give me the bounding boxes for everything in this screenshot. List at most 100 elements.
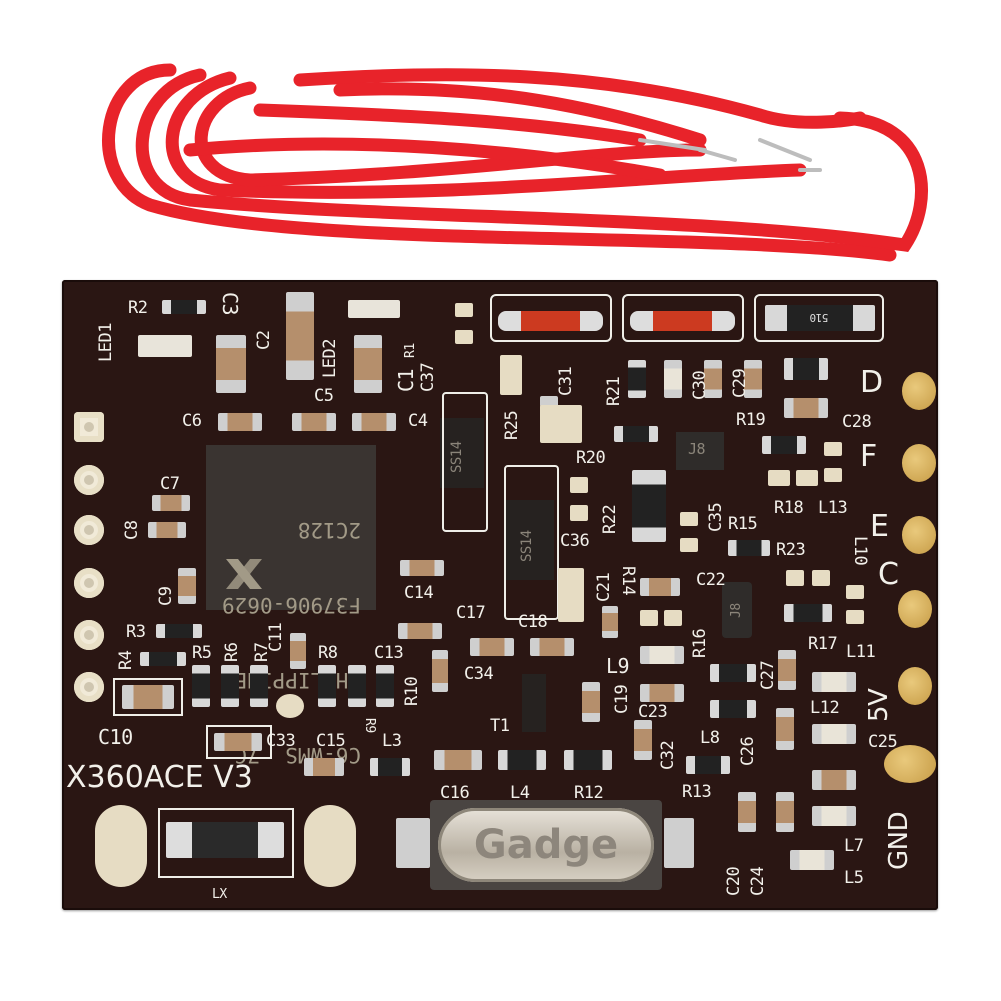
pin-label-5v: 5V: [864, 688, 894, 722]
label-r8: R8: [318, 643, 338, 663]
label-l5: L5: [844, 868, 864, 888]
j8-marking: J8: [688, 440, 706, 458]
diode-footprint: [504, 465, 559, 620]
label-r19: R19: [736, 410, 766, 430]
led1: [138, 335, 192, 357]
capacitor: [432, 650, 448, 692]
pin-label-f: F: [860, 439, 877, 474]
capacitor: [664, 360, 682, 398]
label-c33: C33: [266, 731, 296, 751]
pad: [768, 470, 790, 486]
diode-footprint: [442, 392, 488, 532]
capacitor: [304, 758, 344, 776]
capacitor: [778, 650, 796, 690]
capacitor-footprint: [206, 725, 272, 759]
label-c24: C24: [748, 866, 768, 896]
label-r12: R12: [574, 783, 604, 803]
label-c14: C14: [404, 583, 434, 603]
capacitor: [738, 792, 756, 832]
through-hole-pad: [74, 515, 104, 545]
label-r21: R21: [604, 376, 624, 406]
label-r25: R25: [502, 410, 522, 440]
pad: [540, 405, 582, 443]
label-l12: L12: [810, 698, 840, 718]
label-r15: R15: [728, 514, 758, 534]
signal-pad-c: [898, 590, 932, 628]
chip-line-2: PHILIPPINES: [222, 668, 362, 692]
signal-pad-gnd: [884, 745, 936, 783]
watermark-text: Gadge: [473, 822, 619, 868]
label-c3: C3: [218, 292, 242, 316]
capacitor: [640, 646, 684, 664]
label-c1: C1: [394, 368, 418, 392]
resistor-393: [614, 426, 658, 442]
inductor-l7: [812, 806, 856, 826]
label-c28: C28: [842, 412, 872, 432]
label-c27: C27: [758, 660, 778, 690]
capacitor: [216, 335, 246, 393]
capacitor: [784, 398, 828, 418]
label-c31: C31: [556, 366, 576, 396]
label-r9: R9: [362, 718, 377, 733]
diode-d2: [630, 305, 735, 337]
label-c9: C9: [156, 586, 176, 606]
capacitor: [292, 413, 336, 431]
resistor-103: [348, 665, 366, 707]
label-c17: C17: [456, 603, 486, 623]
label-led1: LED1: [96, 323, 116, 362]
capacitor: [122, 685, 174, 709]
pad: [846, 585, 864, 599]
chip-line-4: 2C128: [297, 518, 362, 542]
pad: [786, 570, 804, 586]
capacitor: [744, 360, 762, 398]
label-l4: L4: [510, 783, 530, 803]
label-r22: R22: [600, 504, 620, 534]
resistor-8888: [628, 360, 646, 398]
pin-label-d: D: [860, 365, 883, 400]
capacitor: [398, 623, 442, 639]
pad: [824, 468, 842, 482]
label-t1: T1: [490, 716, 510, 736]
inductor-lx-footprint: [158, 808, 294, 878]
inductor-l5: [790, 850, 834, 870]
label-c22: C22: [696, 570, 726, 590]
pad: [455, 330, 473, 344]
inductor-label-lx: LX: [212, 887, 227, 902]
j8-transistor: J8: [722, 582, 752, 638]
resistor-151: [686, 756, 730, 774]
label-c30: C30: [690, 370, 710, 400]
capacitor: [218, 413, 262, 431]
capacitor: [812, 770, 856, 790]
pad: [570, 505, 588, 521]
chip-line-3: F37906-0629: [222, 593, 362, 617]
red-wire-coil: [102, 63, 928, 262]
crystal-pad: [664, 818, 694, 868]
capacitor: [214, 733, 262, 751]
capacitor: [640, 684, 684, 702]
inductor-l3: [370, 758, 410, 776]
capacitor: [602, 606, 618, 638]
capacitor: [634, 720, 652, 760]
pad: [680, 538, 698, 552]
pad: [455, 303, 473, 317]
label-c19: C19: [612, 684, 632, 714]
pad: [570, 477, 588, 493]
capacitor: [290, 633, 306, 669]
t1-transistor: [522, 674, 546, 732]
label-led2: LED2: [320, 339, 340, 378]
label-c8: C8: [122, 520, 142, 540]
resistor-390: [762, 436, 806, 454]
capacitor: [812, 724, 856, 744]
capacitor: [434, 750, 482, 770]
resistor-510: [765, 305, 875, 331]
resistor-333: [710, 664, 756, 682]
ss14-diode: SS14: [506, 500, 554, 580]
capacitor: [530, 638, 574, 656]
label-c15: C15: [316, 731, 346, 751]
pad: [558, 568, 584, 622]
resistor-103: [140, 652, 186, 666]
resistor-103: [221, 665, 239, 707]
label-l8: L8: [700, 728, 720, 748]
capacitor: [178, 568, 196, 604]
